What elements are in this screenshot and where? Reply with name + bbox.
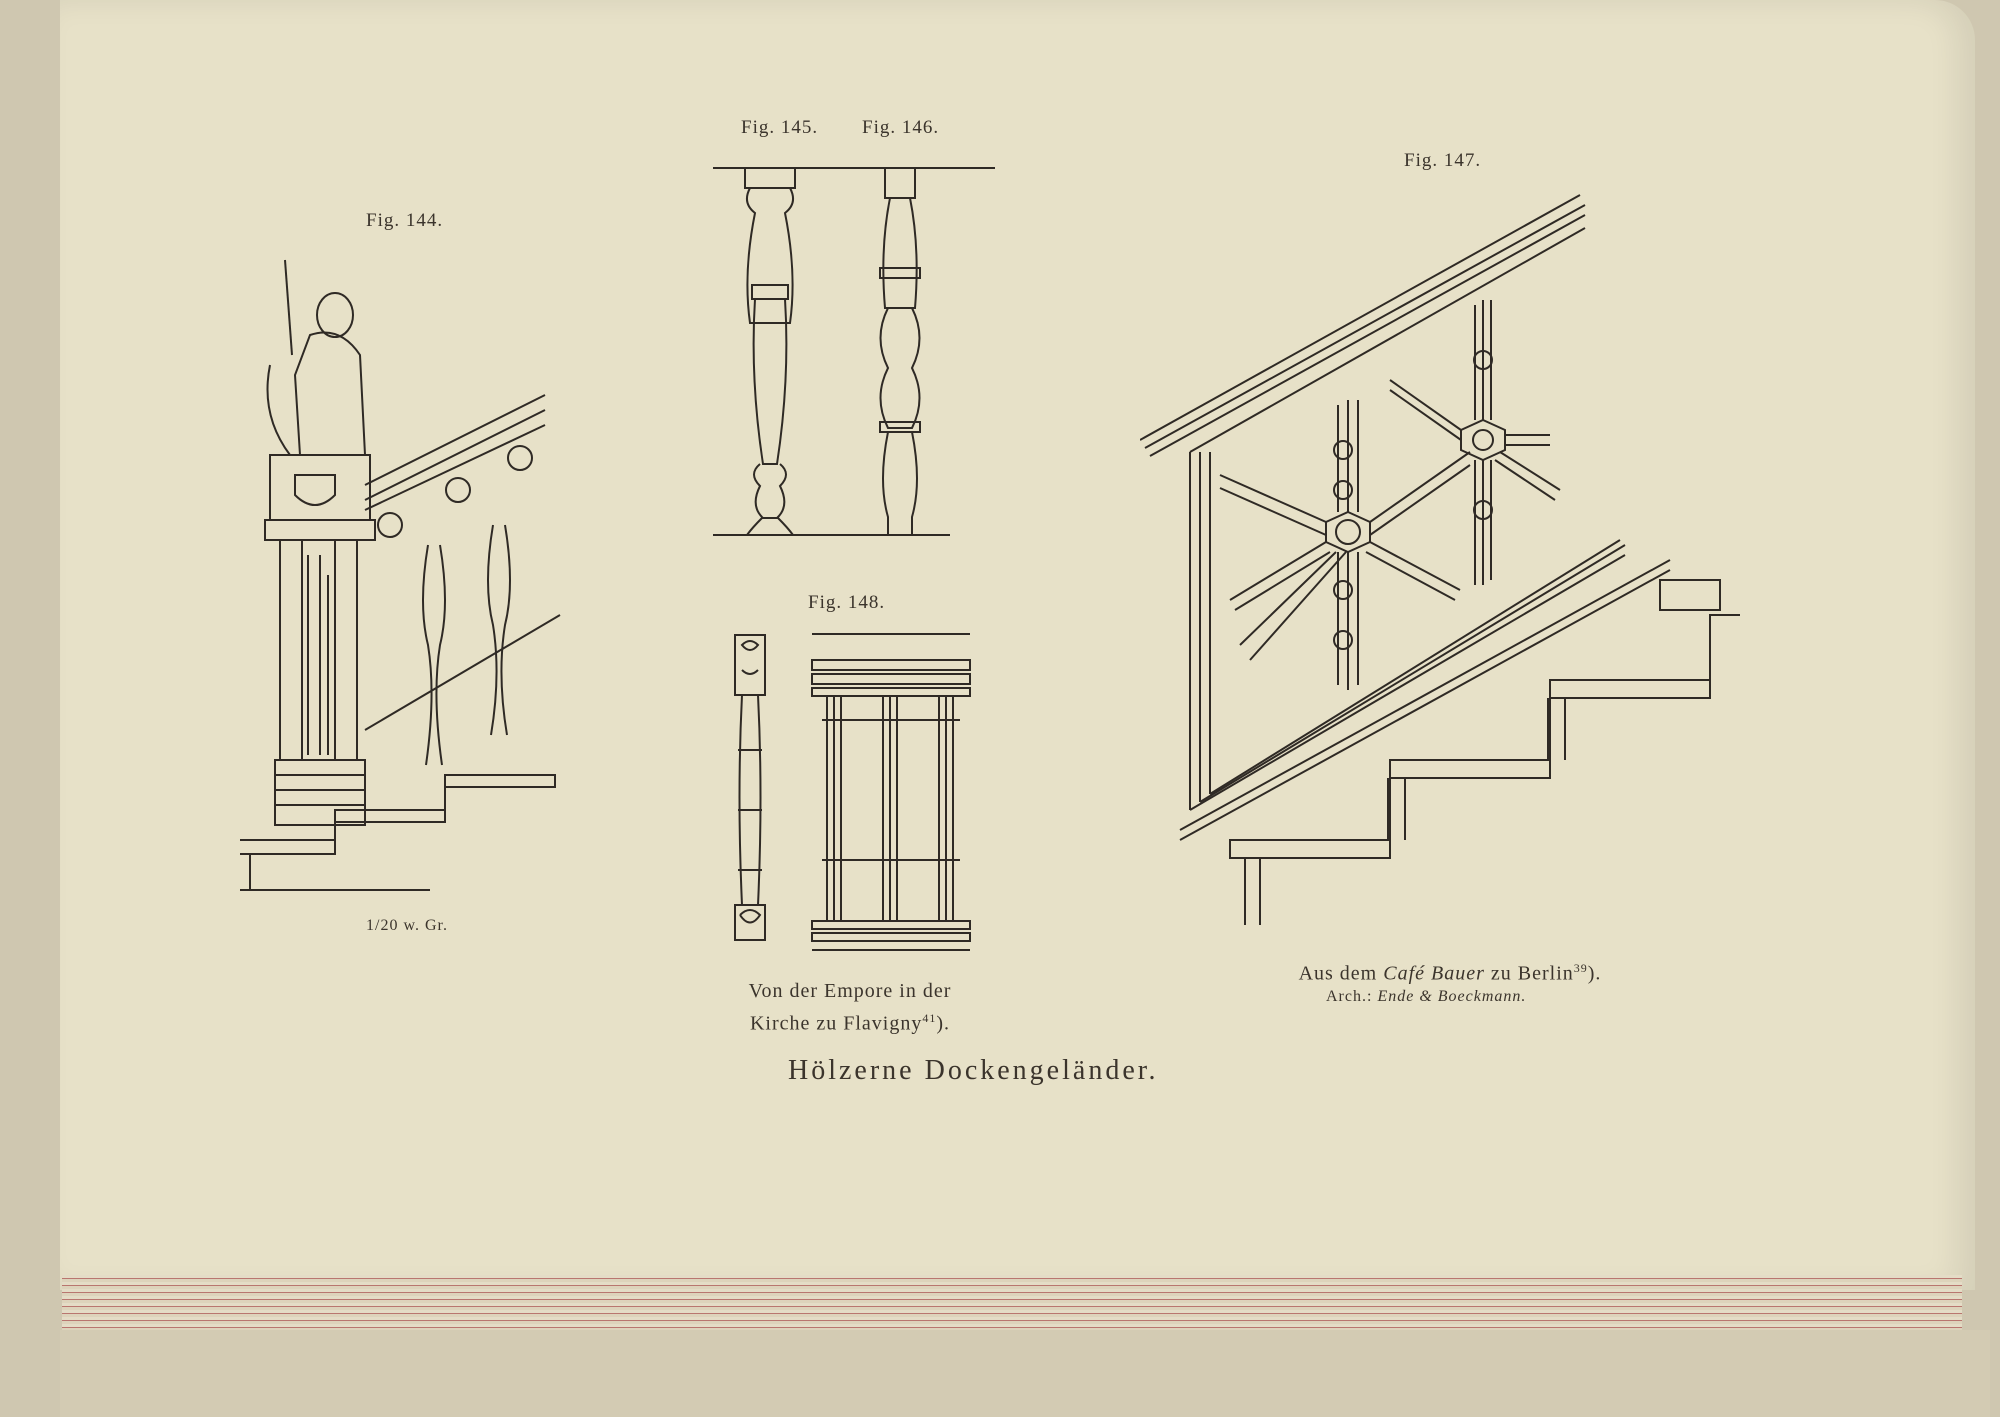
fig-147-caption-suffix: zu Berlin [1490, 962, 1574, 985]
fig-147-caption-ref: 39 [1573, 961, 1588, 975]
fig-148-caption-ref: 41 [922, 1011, 937, 1025]
fig-145-146-drawing [713, 167, 995, 536]
lower-page-area [60, 1330, 1990, 1417]
fig-147-label: Fig. 147. [1404, 150, 1482, 171]
fig-144-drawing [240, 259, 561, 891]
fig-147-caption-italic: Café Bauer [1383, 962, 1485, 985]
book-page [60, 0, 1975, 1290]
fig-144-label: Fig. 144. [366, 210, 444, 231]
fig-147-drawing [1140, 194, 1740, 925]
fig-147-caption-prefix: Aus dem [1298, 962, 1378, 985]
fig-147-arch: Arch.: Ende & Boeckmann. [1326, 988, 1526, 1006]
page-edges [62, 1275, 1962, 1330]
fig-147-arch-names: Ende & Boeckmann. [1377, 988, 1527, 1005]
fig-148-caption-line2-wrap: Kirche zu Flavigny41). [749, 1011, 951, 1035]
fig-147-caption: Aus dem Café Bauer zu Berlin39). [1298, 961, 1602, 985]
fig-146-label: Fig. 146. [862, 117, 940, 138]
fig-148-caption-line2: Kirche zu Flavigny [749, 1012, 923, 1035]
page-title: Hölzerne Dockengeländer. [788, 1055, 1159, 1086]
fig-145-label: Fig. 145. [741, 117, 819, 138]
fig-147-arch-label: Arch.: [1326, 988, 1373, 1005]
fig-148-label: Fig. 148. [808, 592, 886, 613]
fig-148-caption: Von der Empore in der Kirche zu Flavigny… [720, 978, 980, 1038]
fig-144-scale-note: 1/20 w. Gr. [366, 917, 448, 934]
fig-148-caption-line1: Von der Empore in der [748, 980, 952, 1002]
fig-148-drawing [734, 633, 971, 951]
